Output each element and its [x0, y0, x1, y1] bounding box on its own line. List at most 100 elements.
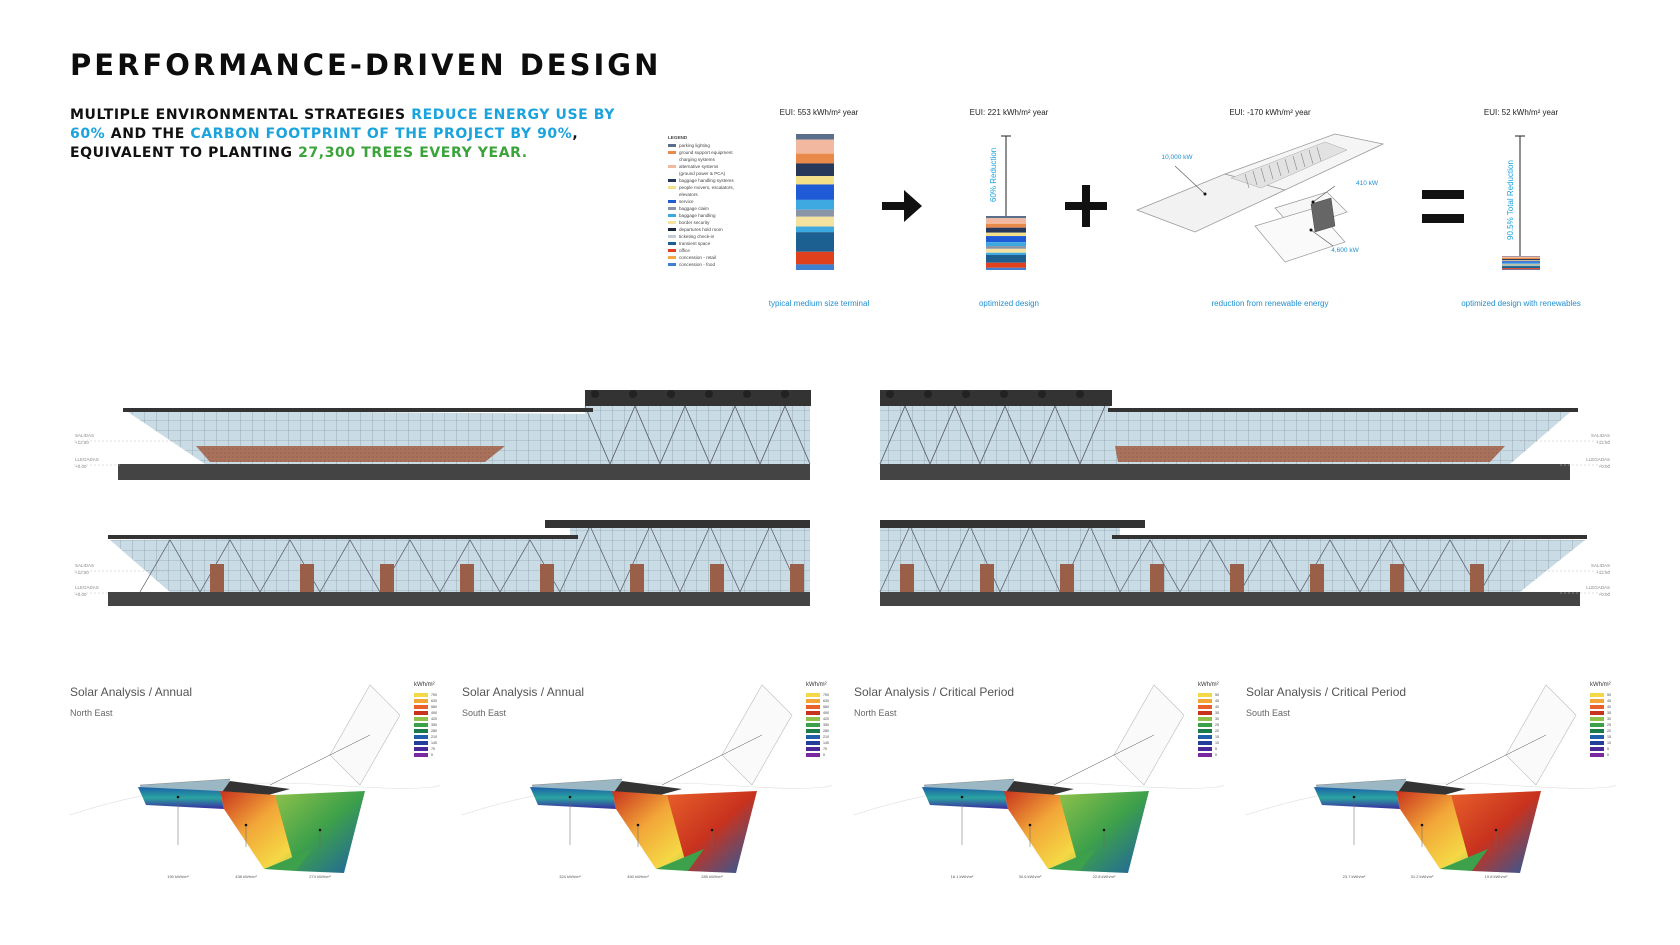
solar-value-label: 16.1 kWh/m²: [950, 874, 974, 879]
solar-scale-swatch: [414, 705, 428, 709]
legend-item: baggage handling systems: [668, 177, 734, 184]
stack-typical-segment: [796, 251, 834, 265]
stack-typical-segment: [796, 209, 834, 217]
legend-label: concession - food: [679, 262, 716, 267]
stack-optimized-segment: [986, 223, 1026, 228]
stack-final-segment: [1502, 268, 1540, 270]
solar-scale-value: 350: [431, 723, 437, 727]
legend-swatch: [668, 151, 676, 154]
solar-building-diagram: [70, 684, 440, 873]
solar-scale-swatch: [1198, 741, 1212, 745]
solar-scale-row: 280: [806, 728, 829, 734]
legend-label: border security: [679, 220, 710, 225]
solar-scale-row: 45: [1590, 698, 1611, 704]
solar-scale-value: 70: [823, 747, 827, 751]
solar-scale-row: 700: [806, 692, 829, 698]
solar-scale-value: 30: [1215, 717, 1219, 721]
solar-scale-row: 490: [414, 710, 437, 716]
solar-scale-value: 50: [1607, 693, 1611, 697]
stack-final-segment: [1502, 266, 1540, 269]
solar-scale-swatch: [414, 735, 428, 739]
solar-scale-swatch: [1198, 747, 1212, 751]
solar-scale-value: 0: [1215, 753, 1217, 757]
solar-scale-swatch: [806, 705, 820, 709]
level-salidas-2: SALIDAS: [1591, 433, 1610, 438]
solar-scale-value: 10: [1215, 741, 1219, 745]
stack-optimized-segment: [986, 252, 1026, 255]
legend-item: concession - retail: [668, 254, 734, 261]
reduction-label-90: 90.5% Total Reduction: [1506, 160, 1515, 240]
solar-scale-value: 630: [431, 699, 437, 703]
solar-scale-value: 280: [823, 729, 829, 733]
elevation-1: [118, 390, 811, 480]
solar-value-label: 324 kWh/m²: [559, 874, 581, 879]
legend-swatch: [668, 242, 676, 245]
solar-title: Solar Analysis / Critical Period: [854, 685, 1015, 699]
legend-item: border security: [668, 219, 734, 226]
solar-scale-swatch: [1198, 699, 1212, 703]
stack-typical-segment: [796, 139, 834, 154]
legend-label: alternative systems: [679, 164, 719, 169]
arrow-icon: [882, 190, 922, 222]
solar-scale-row: 630: [806, 698, 829, 704]
legend-label: (ground power & PCA): [679, 171, 726, 176]
legend-label: baggage handling systems: [679, 178, 734, 183]
solar-scale-row: 420: [414, 716, 437, 722]
solar-scale-row: 50: [1198, 692, 1219, 698]
legend-item: people movers, escalators,: [668, 184, 734, 191]
stack-final-segment: [1502, 262, 1540, 264]
solar-scale-swatch: [1198, 693, 1212, 697]
solar-scale-row: 140: [806, 740, 829, 746]
stack-optimized-segment: [986, 242, 1026, 247]
stack-typical-segment: [796, 134, 834, 140]
solar-scale-row: 490: [806, 710, 829, 716]
legend-title: LEGEND: [668, 135, 688, 140]
solar-scale-value: 350: [823, 723, 829, 727]
level-salidas-1: SALIDAS: [75, 433, 94, 438]
stack-optimized-segment: [986, 267, 1026, 270]
eui-label-renewable: EUI: -170 kWh/m² year: [1229, 108, 1311, 117]
solar-scale-row: 50: [1590, 692, 1611, 698]
solar-scale-row: 30: [1590, 716, 1611, 722]
legend-swatch: [668, 186, 676, 189]
legend-label: parking lighting: [679, 143, 710, 148]
legend-swatch: [668, 172, 676, 175]
legend-swatch: [668, 249, 676, 252]
solar-scale-row: 560: [806, 704, 829, 710]
legend-item: concession - food: [668, 261, 734, 268]
solar-scale-value: 700: [823, 693, 829, 697]
solar-scale-swatch: [1590, 729, 1604, 733]
elevation-2: [879, 390, 1578, 480]
solar-scale-value: 35: [1215, 711, 1219, 715]
solar-scale-swatch: [1590, 753, 1604, 757]
solar-scale-row: 700: [414, 692, 437, 698]
eui-label-typical: EUI: 553 kWh/m² year: [779, 108, 859, 117]
solar-scale-row: 210: [414, 734, 437, 740]
solar-scale-row: 0: [1198, 752, 1219, 758]
solar-value-label: 22.8 kWh/m²: [1092, 874, 1116, 879]
solar-value-label: 190 kWh/m²: [167, 874, 189, 879]
stack-final-segment: [1502, 256, 1540, 259]
solar-unit: kWh/m²: [414, 682, 435, 688]
solar-value-label: 285 kWh/m²: [701, 874, 723, 879]
stack-typical-segment: [796, 184, 834, 200]
legend-item: office: [668, 247, 734, 254]
level-salidas-3: SALIDAS: [75, 563, 94, 568]
solar-scale-swatch: [1198, 729, 1212, 733]
solar-scale-swatch: [414, 747, 428, 751]
caption-typical: typical medium size terminal: [768, 299, 870, 308]
renewable-label-410: 410 kW: [1356, 180, 1379, 187]
solar-scale-swatch: [414, 699, 428, 703]
solar-unit: kWh/m²: [1590, 682, 1611, 688]
legend-swatch: [668, 228, 676, 231]
solar-scale-swatch: [806, 753, 820, 757]
legend-item: ground support equipment: [668, 149, 734, 156]
stack-final-segment: [1502, 260, 1540, 262]
stack-optimized-segment: [986, 262, 1026, 268]
solar-scale-value: 15: [1215, 735, 1219, 739]
renewable-terminal-diagram: 10,000 kW 410 kW 4,600 kW: [1135, 133, 1385, 263]
